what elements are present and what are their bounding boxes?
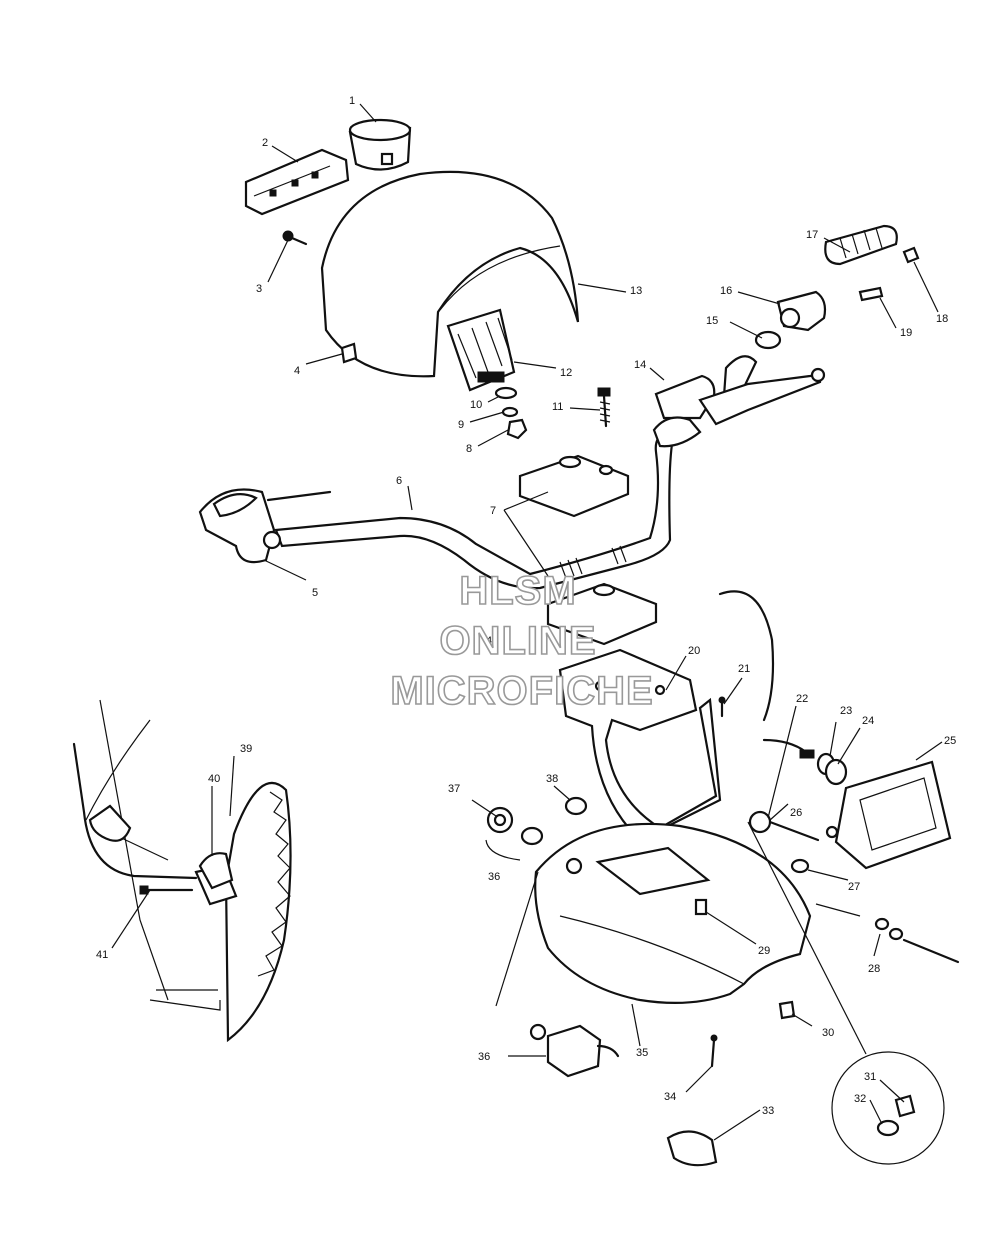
callout-labels: 1 2 3 4 4 5 6 7 8 9 10 11 12 13 14 15 16… [96,95,956,1117]
callout-8: 8 [466,443,472,455]
callout-33: 33 [762,1105,774,1117]
part-39-hub [194,781,292,1043]
part-37-switch [486,806,514,834]
callout-23: 23 [840,705,852,717]
callout-41: 41 [96,949,108,961]
callout-3: 3 [256,283,262,295]
callout-29: 29 [758,945,770,957]
part-24-ring [824,758,848,786]
part-20-bracket [558,648,722,842]
part-7-upper-clamp [518,454,630,518]
callout-32: 32 [854,1093,866,1105]
part-27-grommet [790,858,810,874]
part-26-gear-shaft [748,810,820,842]
part-13-cowl [320,170,580,378]
part-31-bushing [894,1094,916,1118]
part-30-clip [778,1000,796,1020]
callout-38: 38 [546,773,558,785]
callout-16: 16 [720,285,732,297]
callout-25: 25 [944,735,956,747]
watermark-line-3: MICROFICHE [390,669,653,713]
part-25-headlight [825,760,952,870]
speedo-cable [718,590,775,722]
callout-17: 17 [806,229,818,241]
part-35-body-panel [534,822,812,1004]
callout-14: 14 [634,359,646,371]
part-6-handlebar [274,428,674,590]
callout-34: 34 [664,1091,676,1103]
detail-circle [831,1051,945,1165]
part-18-cap [902,246,920,264]
callout-37: 37 [448,783,460,795]
callout-39: 39 [240,743,252,755]
callout-5: 5 [312,587,318,599]
part-40-caliper [198,852,234,890]
part-19-bolt [858,286,884,302]
part-9-washer [501,406,519,418]
callout-7: 7 [490,505,496,517]
leader-lines [111,103,943,1141]
callout-2: 2 [262,137,268,149]
part-10-washer [494,386,518,400]
callout-12: 12 [560,367,572,379]
callout-6: 6 [396,475,402,487]
part-7-lower-clamp [546,582,658,646]
callout-1: 1 [349,95,355,107]
watermark-line-1: HLSM [459,569,576,613]
part-28-cable-end [874,917,960,964]
watermark: HLSM ONLINE MICROFICHE [390,568,654,714]
callout-20: 20 [688,645,700,657]
callout-27: 27 [848,881,860,893]
callout-18: 18 [936,313,948,325]
part-1-speedometer [348,118,412,171]
callout-4: 4 [294,365,300,377]
swing-arm [72,699,221,1011]
part-21-screw [718,696,726,718]
part-15-collar [754,330,782,350]
callout-28: 28 [868,963,880,975]
callout-10: 10 [470,399,482,411]
part-5-left-control [198,488,332,564]
callout-11: 11 [552,401,563,413]
callout-36: 36 [488,871,500,883]
callout-30: 30 [822,1027,834,1039]
watermark-line-2: ONLINE [439,619,596,663]
part-33-clamp [666,1130,718,1167]
part-11-bolt [597,387,611,428]
part-2-switch-panel [244,148,350,216]
callout-21: 21 [738,663,750,675]
part-29-grommet [694,898,708,916]
part-3-screw [282,230,308,246]
part-22-wire [762,738,815,759]
callout-9: 9 [458,419,464,431]
callout-15: 15 [706,315,718,327]
part-16-throttle-housing [776,290,827,332]
callout-13: 13 [630,285,642,297]
part-14-master-cylinder [652,355,826,448]
callout-4b: 4 [486,635,492,647]
part-12-bracket [446,308,516,392]
callout-35: 35 [636,1047,648,1059]
callout-19: 19 [900,327,912,339]
part-34-screw [710,1034,718,1068]
part-41-bolt [139,885,194,895]
part-36-lower-switch [529,1023,620,1078]
callout-22: 22 [796,693,808,705]
callout-26: 26 [790,807,802,819]
callout-24: 24 [862,715,874,727]
callout-40: 40 [208,773,220,785]
part-36-switch-nut [520,826,544,846]
part-38-nut [564,796,588,816]
callout-36b: 36 [478,1051,490,1063]
part-32-ring [876,1119,900,1137]
part-8-nut [506,418,528,440]
callout-31: 31 [864,1071,876,1083]
part-4-clip [340,342,358,364]
